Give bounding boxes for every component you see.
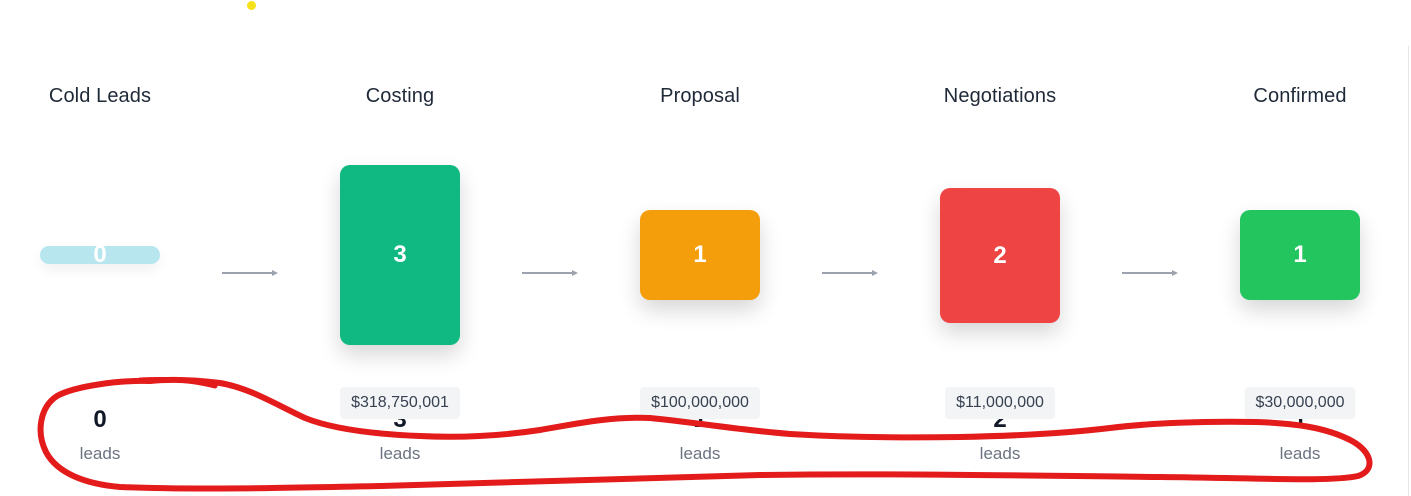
stage-title: Negotiations [943,85,1057,107]
stage-title: Cold Leads [48,85,152,107]
stage-bar[interactable]: 1 [640,210,760,300]
stage-bar-count: 2 [993,241,1007,269]
lead-label: leads [979,444,1021,463]
stage-bar-count: 1 [1293,241,1307,268]
arrow-right-icon [1122,270,1178,276]
yellow-dot-marker [247,1,256,10]
lead-count: 0 [93,406,107,433]
stage-bar-count: 0 [93,241,107,268]
lead-label: leads [679,444,721,463]
lead-label: leads [1279,444,1321,463]
lead-label: leads [379,444,421,463]
arrow-right-icon [822,270,878,276]
stage-bar[interactable]: 1 [1240,210,1360,300]
stage-bar[interactable]: 0 [40,241,160,268]
stage-title: Proposal [660,85,740,107]
stage-amount-badge: $100,000,000 [640,387,760,419]
panel-right-border [1408,46,1409,496]
stage-costing[interactable]: Costing 3 $318,750,001 3 leads [300,0,500,496]
stage-bar[interactable]: 2 [940,188,1060,323]
stage-cold-leads[interactable]: Cold Leads 0 0 leads [0,0,200,496]
stage-title: Confirmed [1253,85,1347,107]
stage-proposal[interactable]: Proposal 1 $100,000,000 1 leads [600,0,800,496]
stage-bar[interactable]: 3 [340,165,460,345]
stage-bar-count: 1 [693,241,707,268]
stage-amount-badge: $318,750,001 [340,387,460,419]
stage-title: Costing [365,85,435,107]
arrow-right-icon [222,270,278,276]
stage-amount-badge: $11,000,000 [945,387,1055,419]
stage-negotiations[interactable]: Negotiations 2 $11,000,000 2 leads [900,0,1100,496]
stage-bar-count: 3 [393,241,407,268]
stage-confirmed[interactable]: Confirmed 1 $30,000,000 1 leads [1200,0,1400,496]
lead-label: leads [79,444,121,463]
arrow-right-icon [522,270,578,276]
stage-amount-badge: $30,000,000 [1244,387,1356,419]
